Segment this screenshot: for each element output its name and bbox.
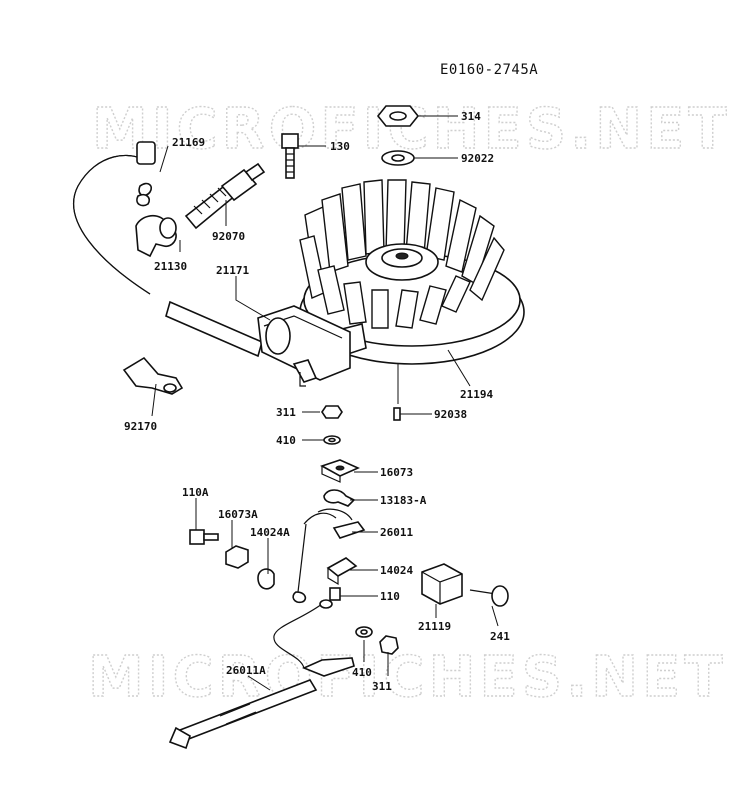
part-21169-shape [136,182,153,207]
label-14024: 14024 [380,564,413,577]
washer-92022 [381,150,415,166]
label-410-lower: 410 [352,666,372,679]
part-16073-shape [320,459,360,483]
label-110a: 110A [182,486,209,499]
label-92170: 92170 [124,420,157,433]
screw-110 [329,587,341,601]
flywheel [299,179,525,365]
part-21119-shape [421,563,463,605]
key-92038 [393,407,401,421]
label-21130: 21130 [154,260,187,273]
screw-241 [469,585,509,607]
label-26011: 26011 [380,526,413,539]
leader-lines [151,115,499,691]
washer-410-lower [355,626,373,638]
label-130: 130 [330,140,350,153]
part-16073a-shape [225,545,249,569]
nut-311-lower [379,635,399,655]
label-21171: 21171 [216,264,249,277]
label-311-lower: 311 [372,680,392,693]
clip-14024a [257,568,275,590]
label-21119: 21119 [418,620,451,633]
label-410-upper: 410 [276,434,296,447]
label-92022: 92022 [461,152,494,165]
nut-314 [376,105,420,127]
ignition-coil [165,300,351,387]
label-21169: 21169 [172,136,205,149]
label-92070: 92070 [212,230,245,243]
nut-311-upper [321,405,343,419]
label-314: 314 [461,110,481,123]
label-16073a: 16073A [218,508,258,521]
label-110: 110 [380,590,400,603]
fuel-hose [73,141,156,295]
label-16073: 16073 [380,466,413,479]
diagram-code: E0160-2745A [440,62,538,78]
clamp-92170 [122,356,184,395]
label-14024a: 14024A [250,526,290,539]
lead-wire-26011a [168,599,355,750]
label-241: 241 [490,630,510,643]
bolt-130 [281,133,299,179]
lead-wire-26011 [292,508,366,604]
label-13183a: 13183-A [380,494,427,507]
bracket-14024 [326,557,358,586]
label-26011a: 26011A [226,664,266,677]
watermark-bottom: MICROFICHES.NET [88,645,727,710]
label-21194: 21194 [460,388,493,401]
spark-plug-92070 [184,162,266,230]
part-13183a-shape [323,489,356,507]
screw-110a [189,529,219,545]
label-311-upper: 311 [276,406,296,419]
label-92038: 92038 [434,408,467,421]
plug-cap-21130 [135,214,177,258]
washer-410-upper [323,435,341,445]
